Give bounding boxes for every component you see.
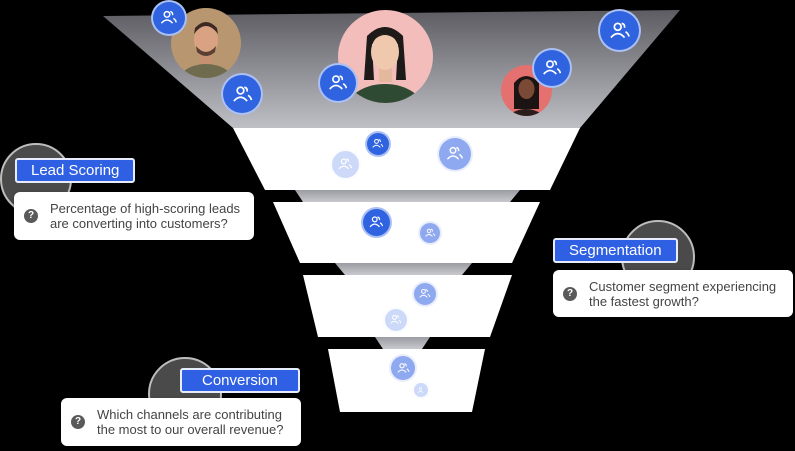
segmentation-card: ? Customer segment experiencing the fast…	[553, 270, 793, 317]
avatar-woman-right	[501, 65, 552, 116]
user-group-icon	[365, 131, 391, 157]
conversion-question: Which channels are contributing the most…	[97, 407, 284, 437]
user-group-icon	[389, 354, 417, 382]
funnel-stage-2	[273, 202, 540, 263]
user-group-icon	[412, 281, 438, 307]
question-circle-icon: ?	[563, 286, 577, 301]
user-group-icon	[598, 9, 641, 52]
funnel-connector-3	[375, 337, 430, 349]
user-group-icon	[383, 307, 409, 333]
user-group-icon	[221, 73, 263, 115]
user-group-icon	[330, 149, 361, 180]
question-circle-icon: ?	[24, 209, 38, 223]
conversion-card: ? Which channels are contributing the mo…	[61, 398, 301, 446]
user-group-icon	[361, 207, 392, 238]
funnel-stage-3	[303, 275, 512, 337]
user-group-icon	[318, 63, 358, 103]
avatar-woman-center	[338, 10, 433, 103]
question-circle-icon: ?	[71, 415, 85, 429]
lead-scoring-question: Percentage of high-scoring leads are con…	[50, 201, 241, 231]
segmentation-question: Customer segment experiencing the fastes…	[589, 278, 777, 309]
user-group-icon	[437, 136, 473, 172]
segmentation-tag: Segmentation	[553, 238, 678, 263]
user-group-icon	[412, 381, 430, 399]
lead-scoring-tag: Lead Scoring	[15, 158, 136, 183]
user-group-icon	[151, 0, 187, 36]
funnel-connector-2	[335, 263, 472, 275]
conversion-tag: Conversion	[180, 368, 300, 393]
lead-scoring-card: ? Percentage of high-scoring leads are c…	[14, 192, 254, 240]
user-group-icon	[418, 221, 442, 245]
user-group-icon	[532, 48, 572, 88]
funnel-connector-1	[295, 190, 520, 202]
funnel-stage-1	[233, 128, 580, 190]
